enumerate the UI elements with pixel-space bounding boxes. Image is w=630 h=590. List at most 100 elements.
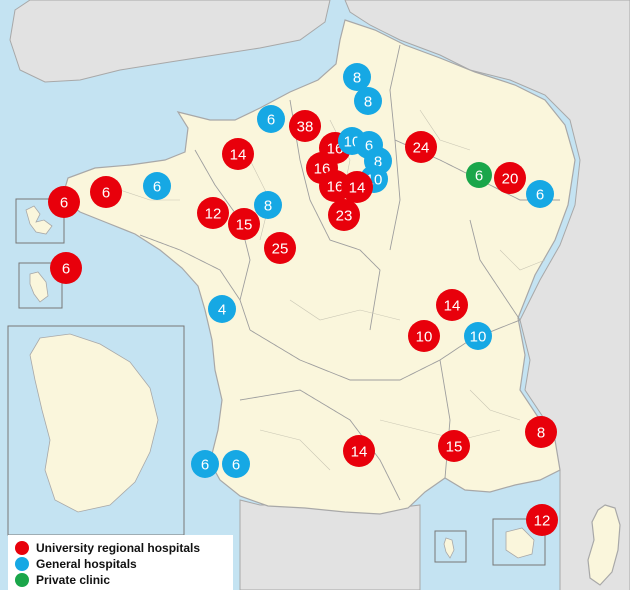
marker-count: 25 <box>272 241 289 258</box>
guadeloupe-island <box>25 205 53 235</box>
marker-count: 6 <box>232 457 240 474</box>
hospital-marker-university: 15 <box>228 208 260 240</box>
uk-coast <box>9 0 331 83</box>
hospital-marker-university: 6 <box>90 176 122 208</box>
marker-count: 8 <box>374 154 382 171</box>
marker-circle <box>208 295 236 323</box>
marker-circle <box>525 416 557 448</box>
marker-circle <box>438 430 470 462</box>
marker-count: 8 <box>353 70 361 87</box>
marker-circle <box>343 435 375 467</box>
marker-count: 8 <box>364 94 372 111</box>
mayotte-island <box>443 537 455 559</box>
hospital-marker-university: 15 <box>438 430 470 462</box>
neighbouring-countries <box>9 0 630 590</box>
hospital-marker-university: 10 <box>408 320 440 352</box>
marker-count: 14 <box>444 298 461 315</box>
hospital-marker-general: 6 <box>191 450 219 478</box>
benelux-germany-switzerland-italy <box>344 0 630 590</box>
marker-count: 6 <box>60 195 68 212</box>
legend-label-university: University regional hospitals <box>36 541 200 555</box>
marker-count: 23 <box>336 208 353 225</box>
marker-circle <box>197 197 229 229</box>
overseas-insets <box>7 198 546 566</box>
marker-count: 6 <box>267 112 275 129</box>
hospital-marker-university: 6 <box>48 186 80 218</box>
hospital-marker-university: 25 <box>264 232 296 264</box>
marker-circle <box>466 162 492 188</box>
marker-count: 16 <box>327 179 344 196</box>
marker-circle <box>526 504 558 536</box>
hospital-marker-university: 14 <box>343 435 375 467</box>
marker-count: 24 <box>413 140 430 157</box>
marker-circle <box>343 63 371 91</box>
hospital-marker-university: 12 <box>526 504 558 536</box>
marker-count: 6 <box>365 138 373 155</box>
marker-circle <box>191 450 219 478</box>
hospital-marker-general: 8 <box>354 87 382 115</box>
hospital-marker-university: 14 <box>436 289 468 321</box>
marker-circle <box>405 131 437 163</box>
marker-circle <box>494 162 526 194</box>
marker-count: 10 <box>470 329 487 346</box>
marker-circle <box>228 208 260 240</box>
marker-count: 6 <box>102 185 110 202</box>
legend-swatch-private <box>15 573 29 587</box>
marker-count: 14 <box>351 444 368 461</box>
hospital-marker-private: 6 <box>466 162 492 188</box>
hospital-marker-university: 6 <box>50 252 82 284</box>
marker-count: 8 <box>537 425 545 442</box>
marker-circle <box>264 232 296 264</box>
legend: University regional hospitals General ho… <box>8 535 233 590</box>
legend-label-private: Private clinic <box>36 573 110 587</box>
legend-label-general: General hospitals <box>36 557 137 571</box>
marker-circle <box>289 110 321 142</box>
marker-circle <box>354 87 382 115</box>
marker-circle <box>328 199 360 231</box>
marker-count: 15 <box>446 439 463 456</box>
martinique-island <box>29 271 49 303</box>
marker-count: 6 <box>475 168 483 185</box>
marker-circle <box>526 180 554 208</box>
hospital-marker-university: 24 <box>405 131 437 163</box>
hospital-marker-university: 12 <box>197 197 229 229</box>
marker-count: 12 <box>534 513 551 530</box>
legend-background <box>8 535 233 590</box>
legend-swatch-general <box>15 557 29 571</box>
guyane-territory <box>29 333 159 513</box>
marker-count: 6 <box>201 457 209 474</box>
marker-count: 14 <box>230 147 247 164</box>
hospital-marker-university: 23 <box>328 199 360 231</box>
hospital-marker-general: 8 <box>254 191 282 219</box>
hospital-marker-general: 6 <box>143 172 171 200</box>
hospital-marker-university: 20 <box>494 162 526 194</box>
marker-count: 6 <box>153 179 161 196</box>
spain <box>239 499 421 590</box>
marker-circle <box>436 289 468 321</box>
marker-circle <box>254 191 282 219</box>
marker-circle <box>50 252 82 284</box>
marker-circle <box>341 171 373 203</box>
marker-circle <box>222 450 250 478</box>
hospital-marker-university: 38 <box>289 110 321 142</box>
hospital-marker-general: 8 <box>343 63 371 91</box>
hospital-marker-general: 4 <box>208 295 236 323</box>
marker-circle <box>222 138 254 170</box>
reunion-island <box>505 527 535 559</box>
hospital-marker-general: 10 <box>464 322 492 350</box>
marker-count: 15 <box>236 217 253 234</box>
marker-count: 20 <box>502 171 519 188</box>
marker-count: 14 <box>349 180 366 197</box>
marker-count: 4 <box>218 302 226 319</box>
hospital-marker-general: 6 <box>526 180 554 208</box>
hospital-marker-general: 6 <box>257 105 285 133</box>
marker-circle <box>464 322 492 350</box>
marker-circle <box>48 186 80 218</box>
marker-circle <box>408 320 440 352</box>
marker-count: 38 <box>297 119 314 136</box>
hospital-marker-university: 8 <box>525 416 557 448</box>
marker-circle <box>143 172 171 200</box>
